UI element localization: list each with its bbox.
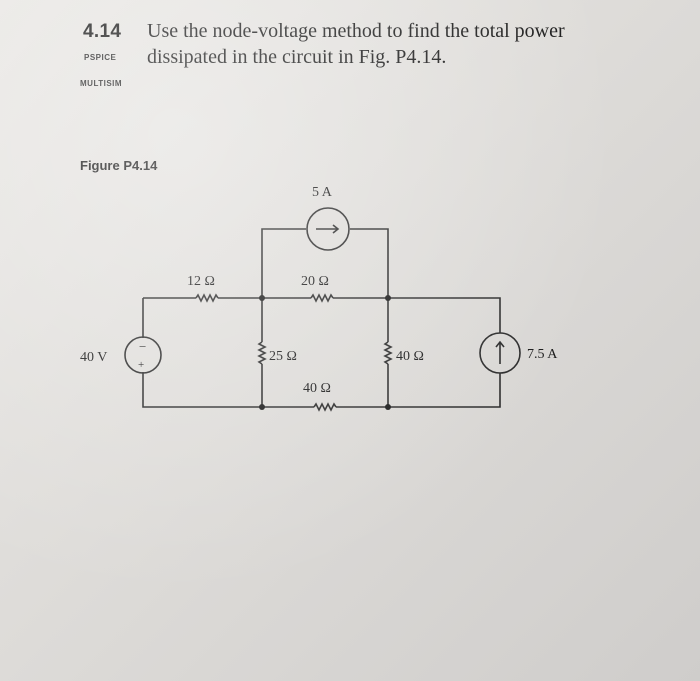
node-dot [259, 404, 265, 410]
figure-caption: Figure P4.14 [80, 158, 158, 173]
node-dot [385, 404, 391, 410]
polarity-minus: − [139, 339, 146, 354]
current-source-7-5a [479, 332, 521, 374]
wire-top-loop [261, 228, 389, 298]
node-dot [385, 295, 391, 301]
wire-top-rail [142, 297, 501, 338]
label-25-ohm: 25 Ω [269, 349, 297, 364]
resistor-40-ohm-bottom [313, 402, 337, 412]
label-5a: 5 A [312, 185, 333, 200]
problem-text-line-2: dissipated in the circuit in Fig. P4.14. [147, 46, 447, 68]
voltage-source-40v [124, 336, 162, 374]
multisim-tag: MULTISIM [80, 79, 123, 88]
resistor-20-ohm [310, 293, 334, 303]
problem-text-line-1: Use the node-voltage method to find the … [147, 20, 565, 42]
label-40-ohm-mid: 40 Ω [396, 349, 424, 364]
pspice-tag: PSPICE [84, 53, 117, 62]
label-12-ohm: 12 Ω [187, 274, 215, 289]
label-40v: 40 V [80, 350, 107, 365]
wire-bottom-rail [142, 372, 501, 408]
resistor-25-ohm [257, 341, 267, 365]
current-source-5a [306, 207, 350, 251]
label-40-ohm-bottom: 40 Ω [303, 381, 331, 396]
arrow-up-icon [495, 340, 505, 364]
polarity-plus: + [138, 359, 144, 371]
node-dot [259, 295, 265, 301]
label-20-ohm: 20 Ω [301, 274, 329, 289]
resistor-12-ohm [195, 293, 219, 303]
arrow-right-icon [316, 224, 340, 234]
resistor-40-ohm-mid [383, 341, 393, 365]
label-7-5a: 7.5 A [527, 347, 558, 362]
problem-number: 4.14 [83, 21, 122, 42]
